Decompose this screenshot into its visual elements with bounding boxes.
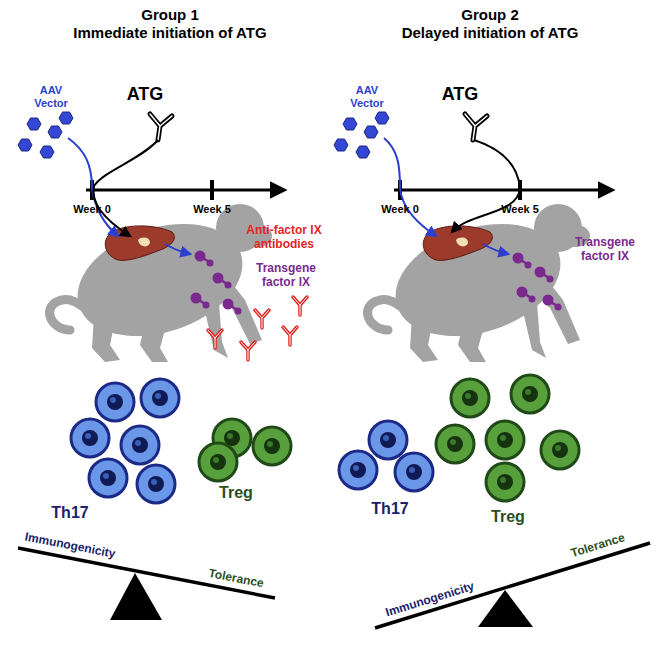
- group2-cells: [339, 375, 579, 501]
- drug-label: ATG: [430, 84, 490, 105]
- illustration-part: [541, 431, 579, 469]
- illustration-part: [208, 330, 222, 348]
- vector-label: AAV Vector: [342, 84, 392, 109]
- group-heading: Group 2: [340, 6, 640, 23]
- illustration-part: [191, 293, 210, 309]
- illustration-part: [436, 425, 474, 463]
- group-heading: Immediate initiation of ATG: [20, 24, 320, 41]
- illustration-part: [283, 327, 297, 345]
- illustration-part: [368, 204, 590, 362]
- illustration-part: [105, 226, 174, 260]
- illustration-part: [199, 443, 237, 481]
- illustration-part: [535, 267, 554, 283]
- illustration-part: [40, 146, 54, 158]
- illustration-part: [375, 112, 389, 124]
- illustration-part: [486, 421, 524, 459]
- time-label: Week 5: [182, 203, 242, 216]
- illustration-part: [511, 375, 549, 413]
- illustration-part: [48, 126, 62, 138]
- cell-label: Th17: [40, 504, 100, 522]
- illustration-part: [253, 427, 291, 465]
- seesaw: [375, 543, 650, 628]
- illustration-part: [423, 226, 492, 260]
- illustration-part: [517, 287, 536, 303]
- illustration-part: [375, 543, 650, 628]
- illustration-part: [213, 273, 232, 289]
- illustration-part: [364, 126, 378, 138]
- illustration-part: [71, 419, 109, 457]
- timeline-tick: [210, 180, 214, 200]
- group-heading: Delayed initiation of ATG: [340, 24, 640, 41]
- illustration-part: [18, 548, 275, 598]
- cell-label: Th17: [360, 500, 420, 518]
- illustration-part: [241, 342, 255, 360]
- vector-path: [384, 138, 436, 236]
- vector-label: AAV Vector: [26, 84, 76, 109]
- illustration-part: [343, 118, 357, 130]
- illustration-part: [137, 465, 175, 503]
- seesaw: [18, 548, 275, 620]
- atg-path: [93, 140, 158, 236]
- illustration-part: [110, 573, 162, 620]
- timeline-arrow: [394, 189, 612, 192]
- illustration-part: [356, 146, 370, 158]
- illustration-part: [96, 383, 134, 421]
- illustration-part: [223, 299, 242, 315]
- illustration-part: [369, 421, 407, 459]
- illustration-part: [486, 463, 524, 501]
- illustration-part: [121, 426, 159, 464]
- illustration-part: [50, 204, 272, 362]
- factor-ix-label: Transgene factor IX: [562, 236, 648, 264]
- time-label: Week 0: [370, 203, 430, 216]
- group2-illustration: [334, 112, 612, 362]
- illustration-part: [18, 139, 32, 151]
- antibody-label: Anti-factor IX antibodies: [236, 224, 332, 252]
- illustration-part: [465, 114, 487, 140]
- illustration-part: [27, 118, 41, 130]
- time-label: Week 5: [490, 203, 550, 216]
- cell-label: Treg: [206, 484, 266, 502]
- illustration-part: [293, 297, 307, 315]
- illustration-part: [89, 459, 127, 497]
- illustration-part: [150, 114, 172, 140]
- timeline-arrow: [86, 189, 284, 192]
- illustration-part: [395, 453, 433, 491]
- expression-arrow: [483, 244, 508, 254]
- group1-cells: [71, 379, 291, 503]
- drug-label: ATG: [115, 84, 175, 105]
- group-heading: Group 1: [20, 6, 320, 23]
- illustration-part: [195, 251, 214, 267]
- time-label: Week 0: [62, 203, 122, 216]
- factor-ix-label: Transgene factor IX: [244, 262, 328, 290]
- illustration-part: [141, 379, 179, 417]
- illustration-part: [478, 590, 533, 627]
- expression-arrow: [165, 244, 190, 254]
- illustration-part: [334, 139, 348, 151]
- illustration-part: [451, 379, 489, 417]
- illustration-part: [339, 451, 377, 489]
- atg-path: [452, 140, 520, 232]
- balance-label: Tolerance: [569, 531, 626, 561]
- illustration-part: [59, 112, 73, 124]
- illustration-part: [543, 295, 562, 311]
- illustration-part: [513, 253, 532, 269]
- cell-label: Treg: [478, 508, 538, 526]
- illustration-part: [255, 310, 269, 328]
